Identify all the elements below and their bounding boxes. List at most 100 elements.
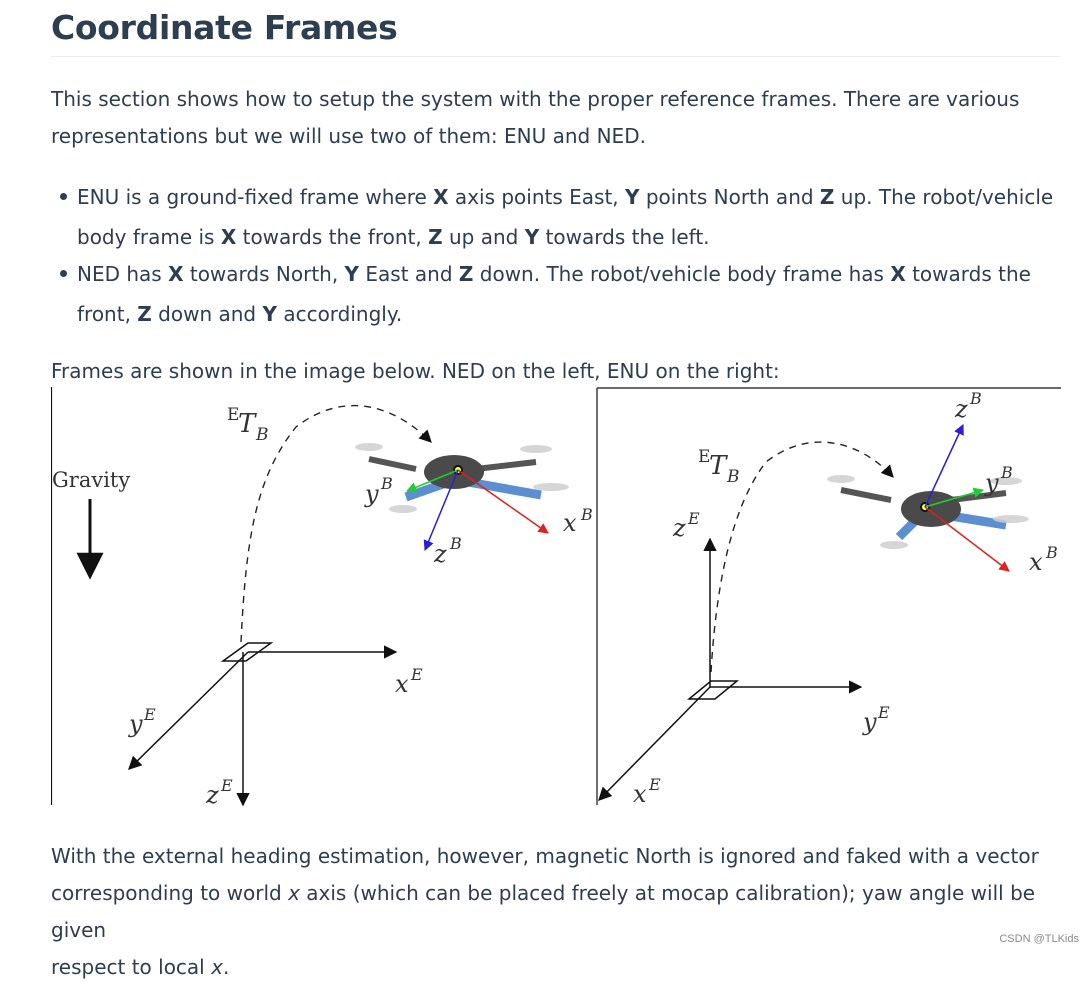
ned-xB-axis xyxy=(457,469,549,534)
outro-math-x: x xyxy=(211,955,223,979)
ned-text: down. The robot/vehicle body frame has xyxy=(473,262,891,286)
enu-text: up. The robot/vehicle body frame is xyxy=(77,185,1054,249)
ned-yE-axis xyxy=(128,651,249,770)
outro-line-1: With the external heading estimation, ho… xyxy=(51,844,1039,868)
enu-drone-rotor xyxy=(993,515,1029,523)
enu-panel: E T B z E y E x E z B y B xyxy=(596,387,1061,807)
ned-text: towards the front, xyxy=(77,262,1031,326)
ned-xE-sup: E xyxy=(410,665,423,684)
enu-zB-axis xyxy=(924,424,964,508)
enu-xE-label: x xyxy=(633,780,647,807)
ned-zB-label: z xyxy=(433,540,447,568)
enu-transform-curve xyxy=(710,441,894,673)
outro-text: axis (which can be placed freely at moca… xyxy=(51,881,1036,942)
bullet-icon xyxy=(60,193,67,200)
enu-drone-rotor xyxy=(880,541,908,549)
enu-xB-label: x xyxy=(1029,548,1043,576)
enu-drone-icon xyxy=(827,475,1029,549)
ned-panel: Gravity E T B x E y E z E y xyxy=(51,387,593,807)
list-item-ned: NED has X towards North, Y East and Z do… xyxy=(51,254,1060,334)
ned-text: East and xyxy=(359,262,459,286)
ned-drone-rotor xyxy=(533,483,569,491)
ned-text: towards North, xyxy=(183,262,345,286)
ned-zE-label: z xyxy=(205,781,219,807)
enu-zE-label: z xyxy=(672,514,686,542)
enu-text: towards the front, xyxy=(236,225,429,249)
enu-axis-label: X xyxy=(220,225,237,249)
frames-caption: Frames are shown in the image below. NED… xyxy=(51,359,780,383)
intro-line-2: representations but we will use two of t… xyxy=(51,124,646,148)
ned-text: NED has xyxy=(77,262,169,286)
enu-yB-label: y xyxy=(984,469,999,497)
enu-zE-sup: E xyxy=(687,509,700,528)
ned-yB-axis xyxy=(406,469,459,493)
ned-axis-label: Y xyxy=(262,302,277,326)
ned-drone-arm xyxy=(368,456,417,472)
title-divider xyxy=(51,56,1060,57)
enu-drone-body xyxy=(901,491,961,527)
enu-text: up and xyxy=(442,225,525,249)
ned-transform-label: T xyxy=(238,409,257,439)
enu-drone-rotor xyxy=(990,477,1022,485)
enu-zB-sup: B xyxy=(969,389,982,408)
enu-xB-axis xyxy=(924,506,1010,572)
enu-text: ENU is a ground-fixed frame where xyxy=(77,185,434,209)
ned-drone-icon xyxy=(355,443,569,513)
intro-paragraph: This section shows how to setup the syst… xyxy=(51,81,1060,155)
ned-yB-label: y xyxy=(364,480,379,508)
ned-yE-label: y xyxy=(128,710,143,738)
ned-drone-arm xyxy=(475,459,537,472)
intro-line-1: This section shows how to setup the syst… xyxy=(51,87,1020,111)
outro-text: . xyxy=(222,955,230,979)
ned-transform-pre-sup: E xyxy=(227,405,239,425)
enu-text: axis points East, xyxy=(448,185,626,209)
enu-axis-label: Y xyxy=(524,225,540,249)
ned-zB-axis xyxy=(423,469,459,551)
ned-transform-sub: B xyxy=(255,425,269,445)
enu-xB-sup: B xyxy=(1045,543,1058,562)
page-title: Coordinate Frames xyxy=(51,8,398,47)
ned-axis-label: Y xyxy=(344,262,360,286)
enu-transform-pre-sup: E xyxy=(698,447,710,467)
enu-transform-label: T xyxy=(709,451,728,481)
enu-axis-label: Y xyxy=(625,185,640,209)
frame-definitions-list: ENU is a ground-fixed frame where X axis… xyxy=(51,177,1060,334)
ned-zB-sup: B xyxy=(449,534,462,553)
outro-math-x: x xyxy=(288,881,300,905)
ned-drone-rotor xyxy=(355,443,383,451)
enu-xE-axis xyxy=(598,686,711,801)
ned-text: down and xyxy=(151,302,263,326)
enu-yE-label: y xyxy=(862,708,877,736)
ned-axis-label: Z xyxy=(458,262,474,286)
enu-text: towards the left. xyxy=(539,225,710,249)
list-item-enu: ENU is a ground-fixed frame where X axis… xyxy=(51,177,1060,257)
ned-xB-sup: B xyxy=(580,505,593,524)
ned-drone-rotor xyxy=(520,445,552,453)
enu-transform-sub: B xyxy=(726,467,740,487)
gravity-label: Gravity xyxy=(52,468,130,492)
enu-yE-sup: E xyxy=(877,703,890,722)
ned-yE-sup: E xyxy=(143,705,156,724)
ned-drone-rotor xyxy=(389,505,417,513)
frames-figure: Gravity E T B x E y E z E y xyxy=(51,387,1061,807)
outro-text: corresponding to world xyxy=(51,881,289,905)
enu-yB-axis xyxy=(924,487,985,508)
enu-axis-label: Z xyxy=(819,185,835,209)
ned-xB-label: x xyxy=(563,509,577,537)
ned-axis-label: Z xyxy=(137,302,152,326)
enu-drone-rotor xyxy=(827,475,855,483)
enu-origin-plane xyxy=(686,680,740,700)
heading-note-paragraph: With the external heading estimation, ho… xyxy=(51,838,1060,986)
ned-axis-label: X xyxy=(168,262,184,286)
enu-yB-sup: B xyxy=(1000,463,1013,482)
enu-text: points North and xyxy=(639,185,820,209)
ned-axis-label: X xyxy=(890,262,906,286)
enu-drone-arm xyxy=(840,487,892,503)
ned-zE-sup: E xyxy=(220,776,233,795)
bullet-icon xyxy=(60,270,67,277)
ned-transform-curve xyxy=(240,405,432,643)
enu-axis-label: X xyxy=(433,185,449,209)
ned-text: accordingly. xyxy=(276,302,403,326)
watermark: CSDN @TLKids xyxy=(999,933,1079,945)
enu-zB-label: z xyxy=(954,395,968,423)
